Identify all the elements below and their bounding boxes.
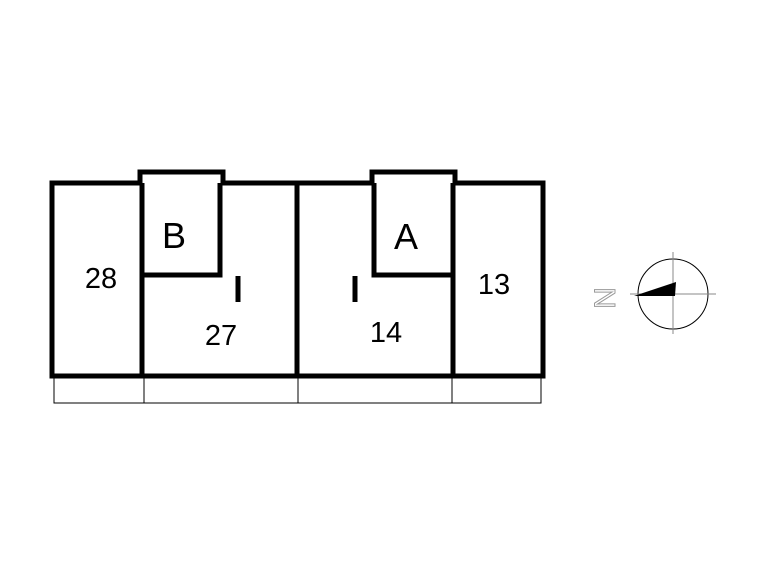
annex-a-wall bbox=[371, 183, 453, 278]
wall-stubs bbox=[235, 276, 358, 302]
unit-label-13: 13 bbox=[478, 269, 510, 301]
terrace-strip bbox=[53, 376, 542, 404]
compass-north-label: N bbox=[589, 287, 622, 309]
building-walls bbox=[49, 169, 546, 379]
compass-needle bbox=[634, 282, 676, 296]
outer-wall bbox=[49, 169, 546, 379]
unit-label-14: 14 bbox=[370, 317, 402, 349]
annex-label-b: B bbox=[162, 215, 186, 256]
annex-label-a: A bbox=[394, 216, 418, 257]
unit-label-28: 28 bbox=[85, 263, 117, 295]
annex-b-wall bbox=[142, 183, 223, 278]
north-arrow-icon: N bbox=[589, 252, 716, 334]
unit-label-27: 27 bbox=[205, 320, 237, 352]
